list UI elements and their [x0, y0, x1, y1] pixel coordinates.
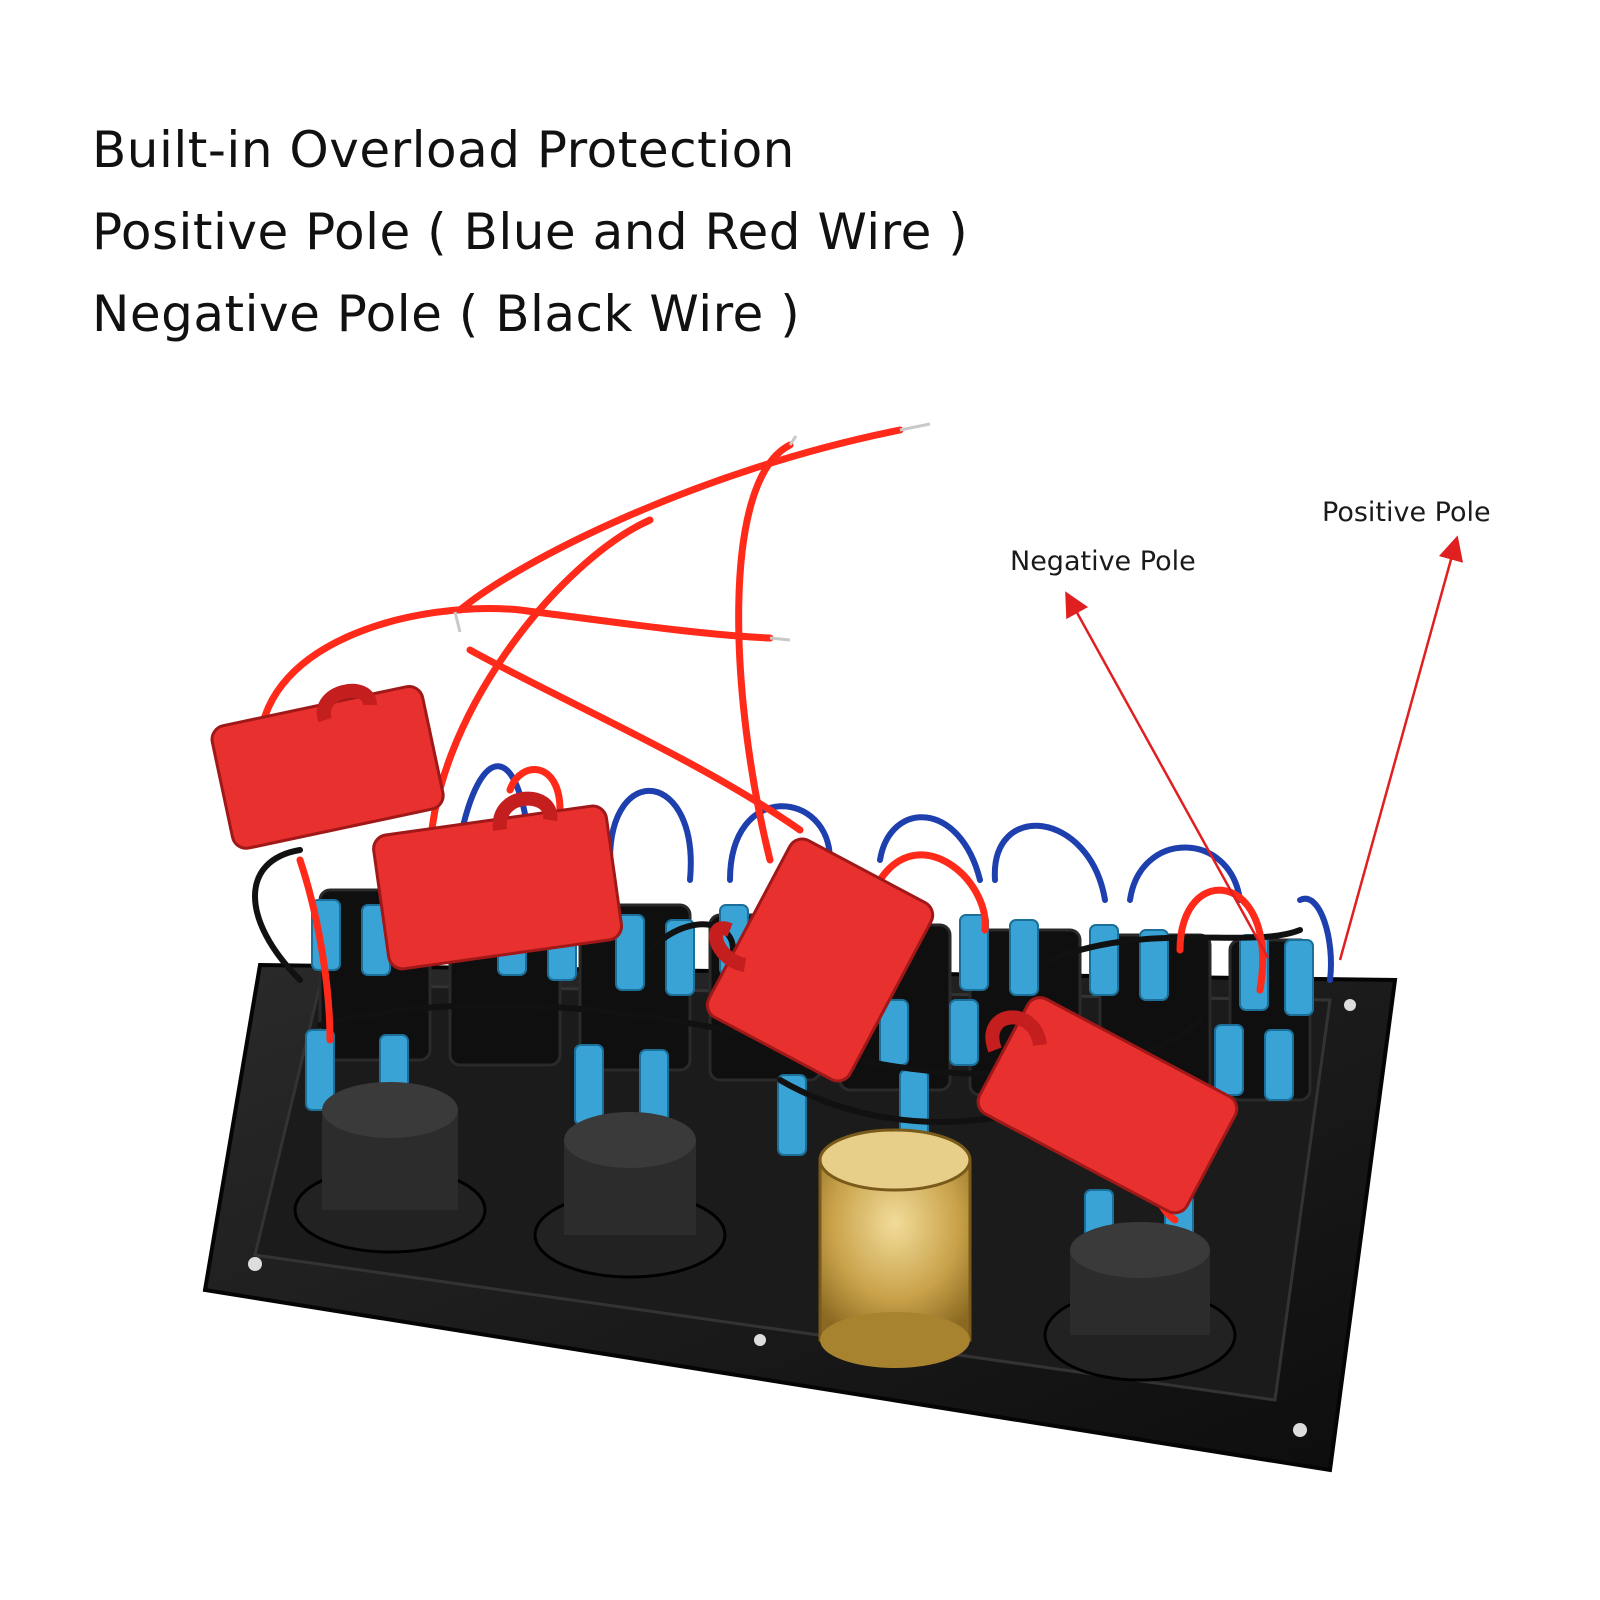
- negative-pole-callout: Negative Pole: [1010, 546, 1196, 577]
- fuse-holder: [210, 683, 445, 850]
- positive-pole-callout: Positive Pole: [1322, 497, 1491, 528]
- arrow-pointer: [1065, 591, 1270, 959]
- usb-socket: [533, 1112, 727, 1279]
- usb-socket: [1043, 1222, 1237, 1382]
- usb-socket: [293, 1082, 487, 1254]
- headline-negative-pole: Negative Pole ( Black Wire ): [92, 285, 801, 343]
- headline-overload-protection: Built-in Overload Protection: [92, 121, 795, 179]
- cigarette-lighter-socket: [818, 1128, 972, 1368]
- fuse-holder: [976, 996, 1239, 1215]
- arrow-pointer: [1338, 535, 1464, 961]
- fuse-holder: [372, 791, 624, 971]
- fuse-holder: [705, 837, 935, 1083]
- wire-tips: [453, 422, 931, 642]
- headline-positive-pole: Positive Pole ( Blue and Red Wire ): [92, 203, 969, 261]
- blue-wires: [457, 763, 1334, 983]
